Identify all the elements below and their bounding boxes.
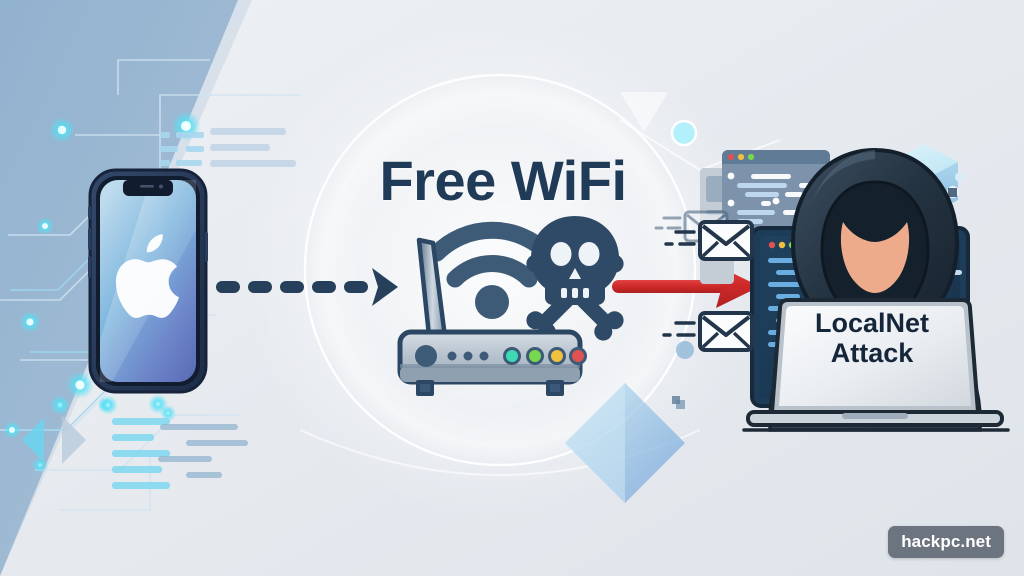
diamond-accent [565, 383, 685, 503]
watermark-badge: hackpc.net [888, 526, 1004, 558]
intercepted-email-2 [662, 311, 754, 352]
watermark-text: hackpc.net [901, 532, 991, 551]
attacker-laptop [742, 298, 1010, 432]
router-body [397, 329, 587, 396]
router-leds [503, 347, 587, 365]
code-window [722, 150, 830, 228]
intercepted-email-1 [664, 220, 754, 261]
apple-logo [115, 234, 180, 319]
